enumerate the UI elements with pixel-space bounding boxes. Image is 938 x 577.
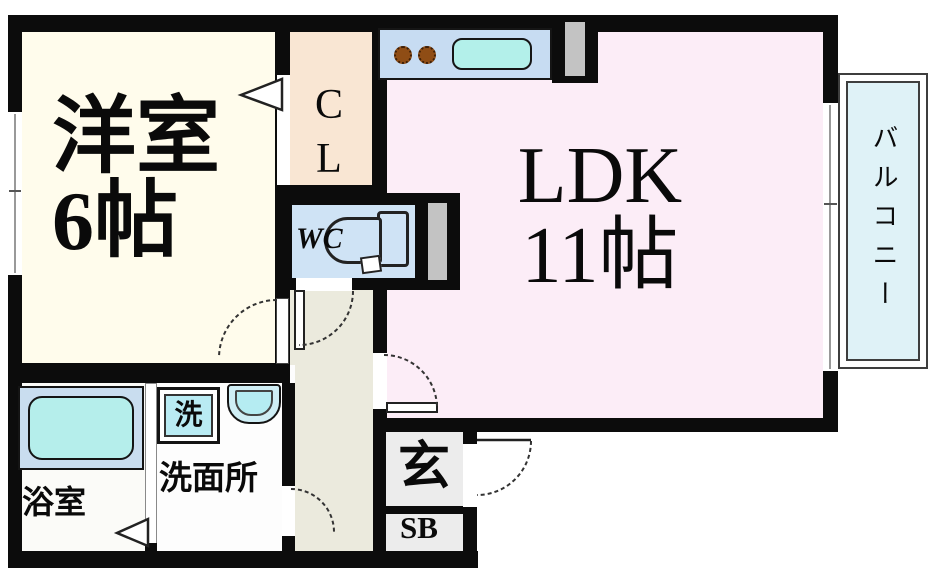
ldk-size: 11帖	[521, 212, 679, 300]
closet-door-opening	[277, 75, 290, 185]
entrance-label: 玄	[398, 439, 451, 496]
washroom-label: 洗面所	[159, 461, 258, 497]
balcony-inner: バルコニー	[846, 81, 920, 361]
kitchen-sink	[452, 38, 532, 70]
balcony-label: バルコニー	[869, 123, 898, 319]
closet-label: CL	[306, 82, 352, 190]
western-room-name: 洋室	[52, 91, 221, 184]
wall-top	[8, 15, 838, 32]
washroom-door-opening	[282, 486, 295, 536]
wall-entrance-shoebox-divider	[386, 506, 463, 514]
room-entrance	[386, 432, 463, 510]
bathroom-label: 浴室	[22, 484, 87, 520]
wall-bottom	[8, 551, 478, 568]
wall-hallway-entrance	[373, 432, 386, 553]
pillar-wc	[428, 203, 447, 280]
bathtub-inner	[28, 396, 134, 460]
room-shoebox	[386, 510, 463, 553]
wall-left	[8, 15, 22, 568]
western-room-label: 洋室 6帖	[52, 96, 220, 264]
wc-door-leaf	[294, 290, 305, 350]
washer-label: 洗	[174, 399, 203, 431]
entrance-door-opening	[463, 444, 477, 507]
wc-door-opening	[296, 278, 352, 291]
wall-bath-washroom-divider	[145, 383, 157, 545]
window-west	[8, 112, 22, 275]
western-room-size: 6帖	[52, 175, 179, 268]
shoebox-label: SB	[400, 510, 438, 545]
room-closet	[275, 15, 387, 197]
ldk-label: LDK 11帖	[455, 136, 745, 296]
hall-ldk-door-leaf	[386, 402, 438, 413]
stove-burner-left-icon	[394, 46, 412, 64]
window-east	[823, 103, 838, 371]
entrance-door-arc	[476, 440, 532, 496]
wall-ldk-bottom	[373, 418, 838, 432]
wall-bath-divider-foot	[145, 543, 157, 553]
stove-burner-right-icon	[418, 46, 436, 64]
toilet-handle	[359, 254, 383, 275]
wall-western-bottom	[8, 363, 290, 383]
washing-machine-inner: 洗	[164, 394, 213, 437]
wc-label: WC	[296, 222, 343, 255]
ldk-name: LDK	[517, 132, 683, 220]
hall-ldk-door-opening	[373, 353, 387, 409]
western-door-opening	[276, 298, 289, 364]
pillar-kitchen	[565, 22, 585, 76]
washbasin-inner	[235, 390, 273, 416]
